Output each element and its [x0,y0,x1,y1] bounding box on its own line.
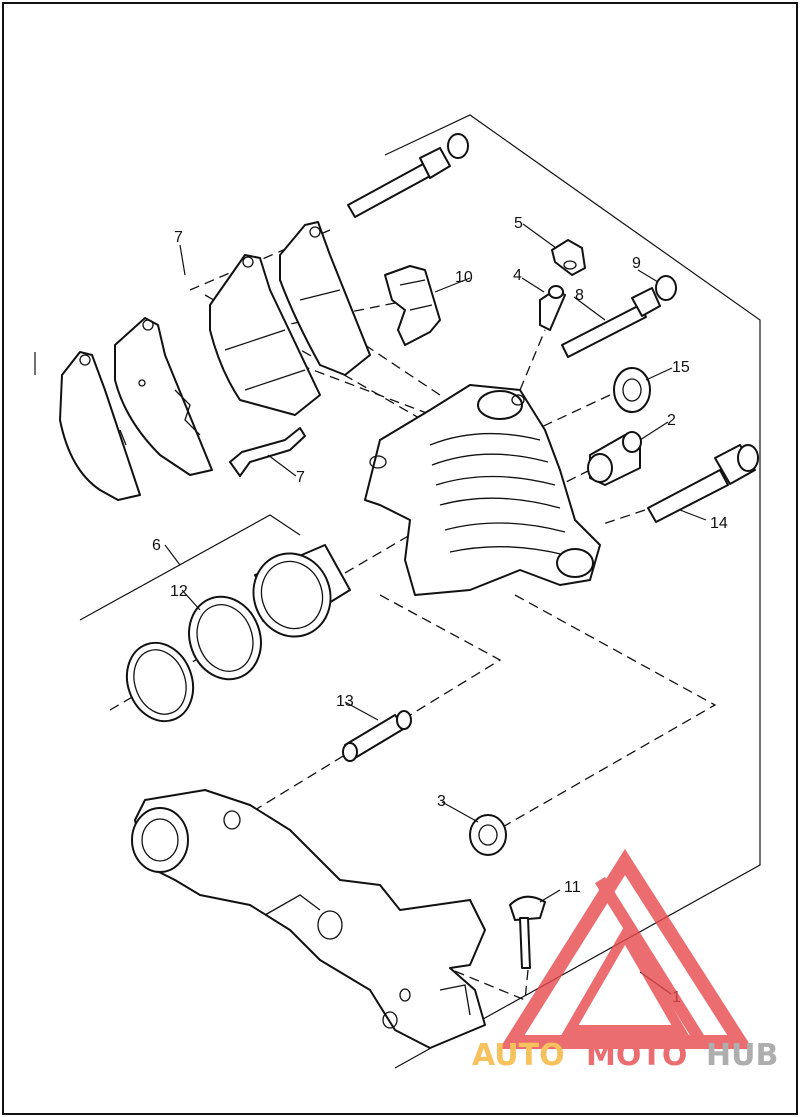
callout-2: 2 [667,412,676,429]
callout-9: 9 [632,255,641,272]
callout-7-bottom: 7 [296,469,305,486]
brake-pad-friction [209,254,321,416]
caliper-piston [252,544,351,638]
bleeder-cap [551,239,586,276]
caliper-housing [364,384,601,596]
slide-pin [561,287,661,358]
callout-5: 5 [514,215,523,232]
callouts: 7 7 10 5 4 8 9 15 2 14 6 12 13 3 11 1 [152,215,728,1006]
dust-seal [125,641,195,723]
callout-4: 4 [513,267,522,284]
retaining-pin [509,895,546,969]
callout-10: 10 [455,269,473,286]
piston-seal [188,595,262,681]
bracket-pin [342,710,412,762]
callout-8: 8 [575,287,584,304]
pin-boot [655,275,677,301]
watermark-text-moto: MOTO [586,1038,687,1073]
automotohub-watermark: AUTO MOTO HUB [472,848,778,1073]
callout-6: 6 [152,537,161,554]
brake-pad-inner-backing [114,317,213,476]
callout-14: 14 [710,515,728,532]
slide-bushing [587,431,642,486]
group-bracket-6 [79,514,301,621]
caliper-bracket [131,789,486,1049]
bracket-grommet [469,814,507,856]
callout-7-top: 7 [174,229,183,246]
caliper-mount-bolt [647,444,759,523]
watermark-text-auto: AUTO [472,1038,565,1073]
callout-15: 15 [672,359,690,376]
brake-pad-outer [59,351,141,501]
callout-3: 3 [437,793,446,810]
pad-retainer-clip [384,265,441,346]
watermark-logo-icon [499,848,753,1049]
sealing-washer [613,367,651,413]
upper-guide-pin [347,133,469,218]
watermark-text-hub: HUB [706,1038,778,1073]
brake-pad-rear [279,221,371,376]
callout-11: 11 [564,879,581,896]
bleeder-valve [539,285,566,331]
callout-12: 12 [170,583,188,600]
pad-spring-clip [229,427,306,477]
callout-13: 13 [336,693,354,710]
